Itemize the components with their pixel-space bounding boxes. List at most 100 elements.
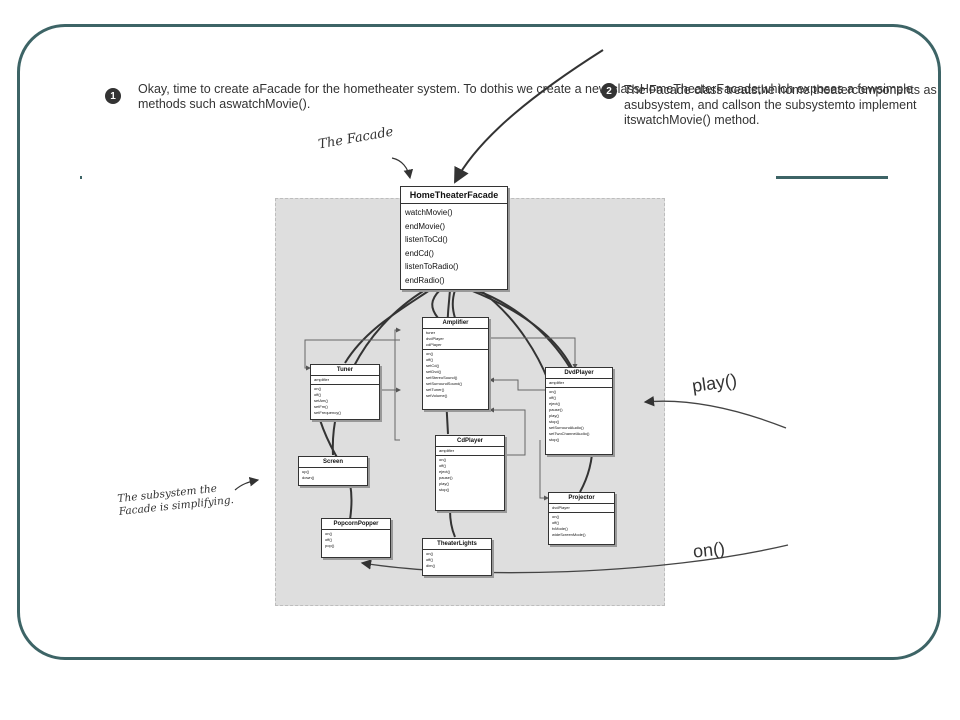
class-attribute: amplifier	[314, 377, 330, 382]
class-method: down()	[302, 475, 315, 480]
class-name: Tuner	[311, 365, 379, 376]
class-method: on()	[426, 551, 434, 556]
class-method: setFrequency()	[314, 410, 341, 415]
class-methods: on()off()eject()pause()play()stop()setSu…	[546, 388, 612, 444]
class-attribute: cdPlayer	[426, 342, 442, 347]
class-method: off()	[439, 463, 447, 468]
note-2-line: watchMovie() method.	[636, 113, 760, 127]
class-attributes: amplifier	[546, 379, 612, 388]
note-1-line: simple methods such as	[138, 82, 913, 111]
class-method: setVolume()	[426, 393, 448, 398]
rule-left-fragment	[80, 176, 82, 179]
class-method: on()	[439, 457, 447, 462]
class-method: on()	[314, 386, 322, 391]
on-call-label: on()	[691, 538, 726, 562]
class-method: pause()	[439, 475, 453, 480]
note-2-line: The Facade class treats	[624, 83, 758, 97]
class-attribute: amplifier	[439, 448, 455, 453]
class-name: HomeTheaterFacade	[401, 187, 507, 204]
class-method: play()	[439, 481, 450, 486]
class-attributes: amplifier	[436, 447, 504, 456]
class-methods: on()off()pop()	[322, 530, 390, 550]
class-method: off()	[552, 520, 560, 525]
class-homethaterfacade: HomeTheaterFacade watchMovie() endMovie() l…	[400, 186, 508, 290]
class-method: endCd()	[405, 248, 434, 258]
class-name: PopcornPopper	[322, 519, 390, 530]
rule-right	[776, 176, 888, 179]
class-method: stop()	[549, 437, 560, 442]
class-method: eject()	[549, 401, 561, 406]
note-2-line: components as a	[624, 83, 937, 112]
class-method: setTwoChannelAudio()	[549, 431, 590, 436]
note-2-line: to implement its	[624, 98, 917, 127]
class-method: on()	[552, 514, 560, 519]
class-method: tvMode()	[552, 526, 568, 531]
class-method: off()	[325, 537, 333, 542]
note-2: The Facade class treatsthe home theaterc…	[624, 83, 960, 128]
class-method: play()	[549, 413, 560, 418]
class-name: Screen	[299, 457, 367, 468]
class-methods: on()off()eject()pause()play()stop()	[436, 456, 504, 494]
class-method: off()	[314, 392, 322, 397]
note-1-line: which exposes a few	[761, 82, 877, 96]
note-1-line: Okay, time to create a	[138, 82, 260, 96]
class-method: setFm()	[314, 404, 328, 409]
class-method: setAm()	[314, 398, 328, 403]
note-2-line: the home theater	[757, 83, 852, 97]
class-attribute: tuner	[426, 330, 436, 335]
class-attribute: dvdPlayer	[426, 336, 444, 341]
class-method: off()	[426, 557, 434, 562]
class-name: Projector	[549, 493, 614, 504]
class-methods: on()off()tvMode()wideScreenMode()	[549, 513, 614, 539]
note-1-line: HomeTheaterFacade,	[639, 82, 762, 96]
class-method: setSurroundAudio()	[549, 425, 584, 430]
class-method: up()	[302, 469, 310, 474]
note-1: Okay, time to create aFacade for the hom…	[138, 82, 960, 112]
class-method: stop()	[439, 487, 450, 492]
class-name: DvdPlayer	[546, 368, 612, 379]
class-method: listenToRadio()	[405, 262, 459, 271]
note-1-line: theater system. To do	[374, 82, 494, 96]
class-method: on()	[549, 389, 557, 394]
class-methods: on()off()setCd()setDvd()setStereoSound()…	[423, 350, 488, 400]
class-method: setStereoSound()	[426, 375, 458, 380]
note-2-badge: 2	[601, 83, 617, 99]
class-method: setCd()	[426, 363, 440, 368]
class-methods: up()down()	[299, 468, 367, 482]
class-methods: watchMovie() endMovie() listenToCd() endCd(…	[401, 204, 507, 289]
class-method: pop()	[325, 543, 335, 548]
class-method: on()	[426, 351, 434, 356]
class-method: off()	[426, 357, 434, 362]
class-method: stop()	[549, 419, 560, 424]
class-method: eject()	[439, 469, 451, 474]
class-method: off()	[549, 395, 557, 400]
note-1-line: watchMovie().	[232, 97, 311, 111]
class-method: setDvd()	[426, 369, 442, 374]
class-attribute: dvdPlayer	[552, 505, 570, 510]
note-2-line: subsystem, and calls	[630, 98, 747, 112]
class-name: Amplifier	[423, 318, 488, 329]
class-method: setSurroundSound()	[426, 381, 463, 386]
class-method: endMovie()	[405, 221, 446, 231]
class-name: TheaterLights	[423, 539, 491, 550]
note-1-line: this we create a new class	[494, 82, 640, 96]
class-method: pause()	[549, 407, 563, 412]
class-attributes: amplifier	[311, 376, 379, 385]
class-method: setTuner()	[426, 387, 445, 392]
class-method: watchMovie()	[405, 208, 453, 217]
class-name: CdPlayer	[436, 436, 504, 447]
note-1-badge: 1	[105, 88, 121, 104]
class-method: endRadio()	[405, 275, 445, 285]
class-method: on()	[325, 531, 333, 536]
class-method: listenToCd()	[405, 235, 448, 244]
class-methods: on()off()setAm()setFm()setFrequency()	[311, 385, 379, 417]
